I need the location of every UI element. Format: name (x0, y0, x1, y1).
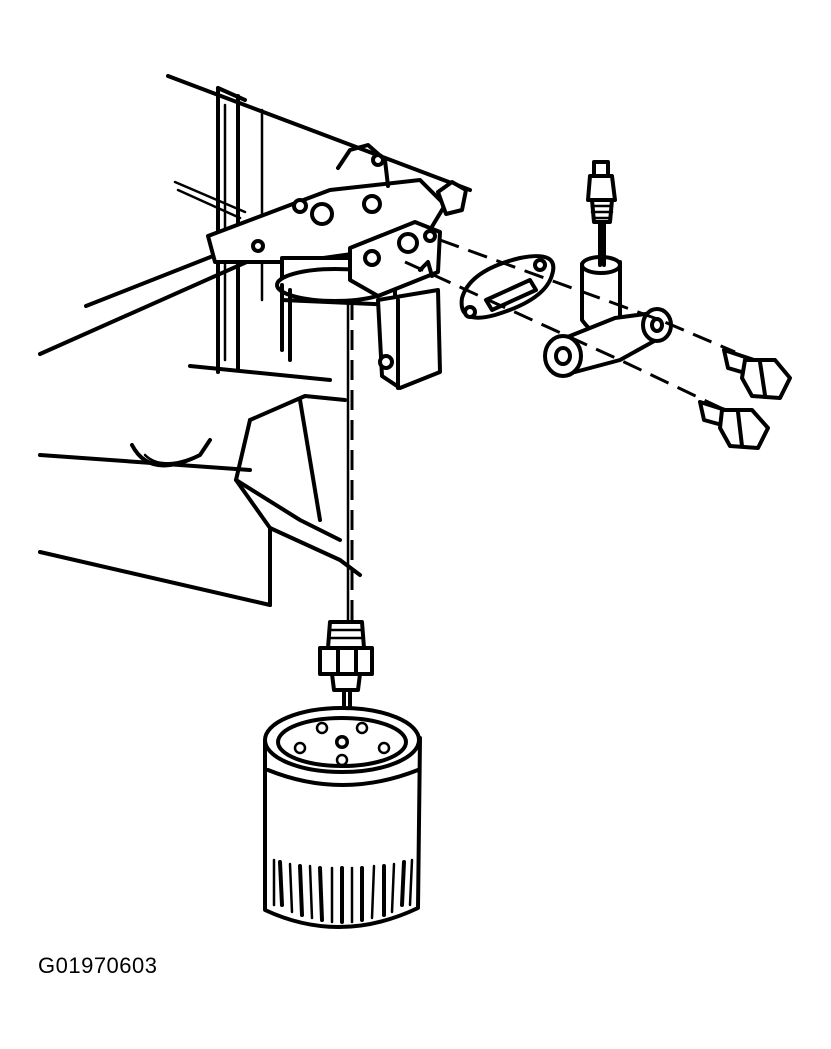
bracket-hole (310, 202, 334, 226)
oil-filter (263, 706, 422, 929)
figure-code: G01970603 (38, 953, 158, 978)
filter-fitting (318, 620, 374, 737)
flange-hole (423, 229, 437, 243)
guide-line (439, 238, 736, 354)
bolt-lower (698, 400, 770, 450)
bracket-hole (362, 194, 382, 214)
bracket-hole (292, 198, 308, 214)
flange-hole (397, 232, 419, 254)
flange-hole (363, 249, 381, 267)
adapter-housing (275, 220, 442, 390)
assembly-guides (346, 238, 736, 652)
guide-line (404, 260, 726, 412)
bolt-upper (722, 348, 792, 400)
oil-pressure-sender (586, 160, 617, 267)
bracket-hole (251, 239, 265, 253)
engine-block (38, 74, 472, 607)
